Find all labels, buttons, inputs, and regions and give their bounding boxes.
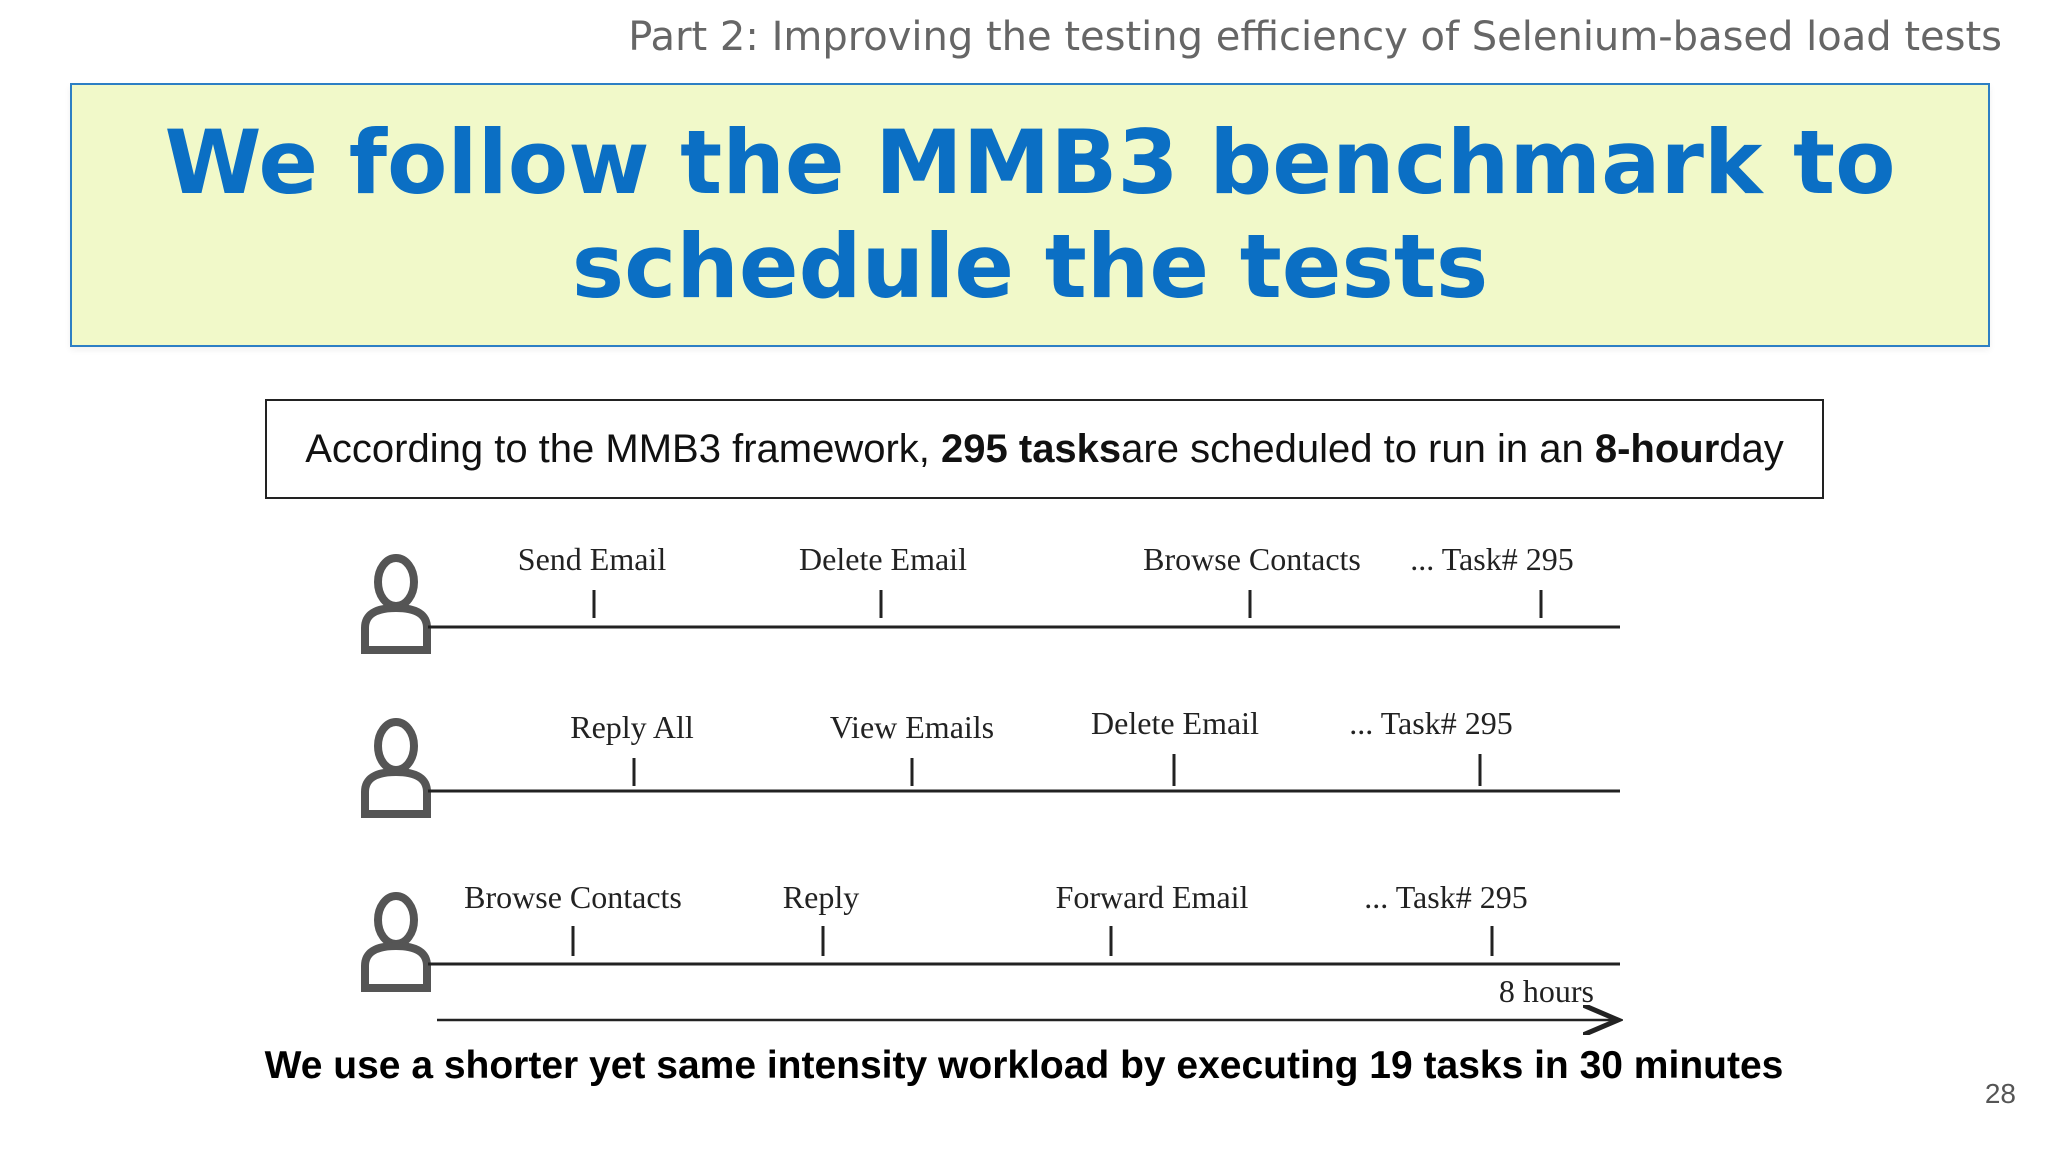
statement-text-before: According to the MMB3 framework, <box>305 426 930 471</box>
task-label: Browse Contacts <box>464 879 682 915</box>
slide-title: We follow the MMB3 benchmark to schedule… <box>164 111 1896 318</box>
title-box: We follow the MMB3 benchmark to schedule… <box>70 83 1990 347</box>
task-label: Forward Email <box>1056 879 1249 915</box>
task-label: View Emails <box>830 709 994 745</box>
timeline-row-2: Reply All View Emails Delete Email ... T… <box>361 705 1620 818</box>
user-icon <box>361 554 431 654</box>
task-label: ... Task# 295 <box>1364 879 1527 915</box>
task-label: Browse Contacts <box>1143 541 1361 577</box>
caption: We use a shorter yet same intensity work… <box>264 1044 1784 1087</box>
page-number: 28 <box>1984 1078 2016 1109</box>
section-header-prefix: Part 2: <box>628 14 772 60</box>
section-header-text: Improving the testing efficiency of Sele… <box>771 14 2002 60</box>
statement-bold-tasks: 295 tasks <box>941 426 1122 471</box>
task-label: Reply All <box>570 709 694 745</box>
statement-text-middle: are scheduled to run in an <box>1121 426 1584 471</box>
statement-bold-duration: 8-hour <box>1594 426 1720 471</box>
task-label: Send Email <box>518 541 667 577</box>
user-icon <box>361 718 431 818</box>
task-label: ... Task# 295 <box>1349 705 1512 741</box>
task-label: ... Task# 295 <box>1410 541 1573 577</box>
timeline-row-3: Browse Contacts Reply Forward Email ... … <box>361 879 1620 992</box>
statement-box: According to the MMB3 framework, 295 tas… <box>265 399 1824 499</box>
user-icon <box>361 892 431 992</box>
task-label: Delete Email <box>799 541 967 577</box>
duration-label: 8 hours <box>1499 973 1594 1009</box>
task-label: Delete Email <box>1091 705 1259 741</box>
section-header: Part 2: Improving the testing efficiency… <box>628 14 2002 60</box>
task-label: Reply <box>783 879 859 915</box>
statement-text-after: day <box>1719 426 1784 471</box>
timeline-row-1: Send Email Delete Email Browse Contacts … <box>361 541 1620 654</box>
